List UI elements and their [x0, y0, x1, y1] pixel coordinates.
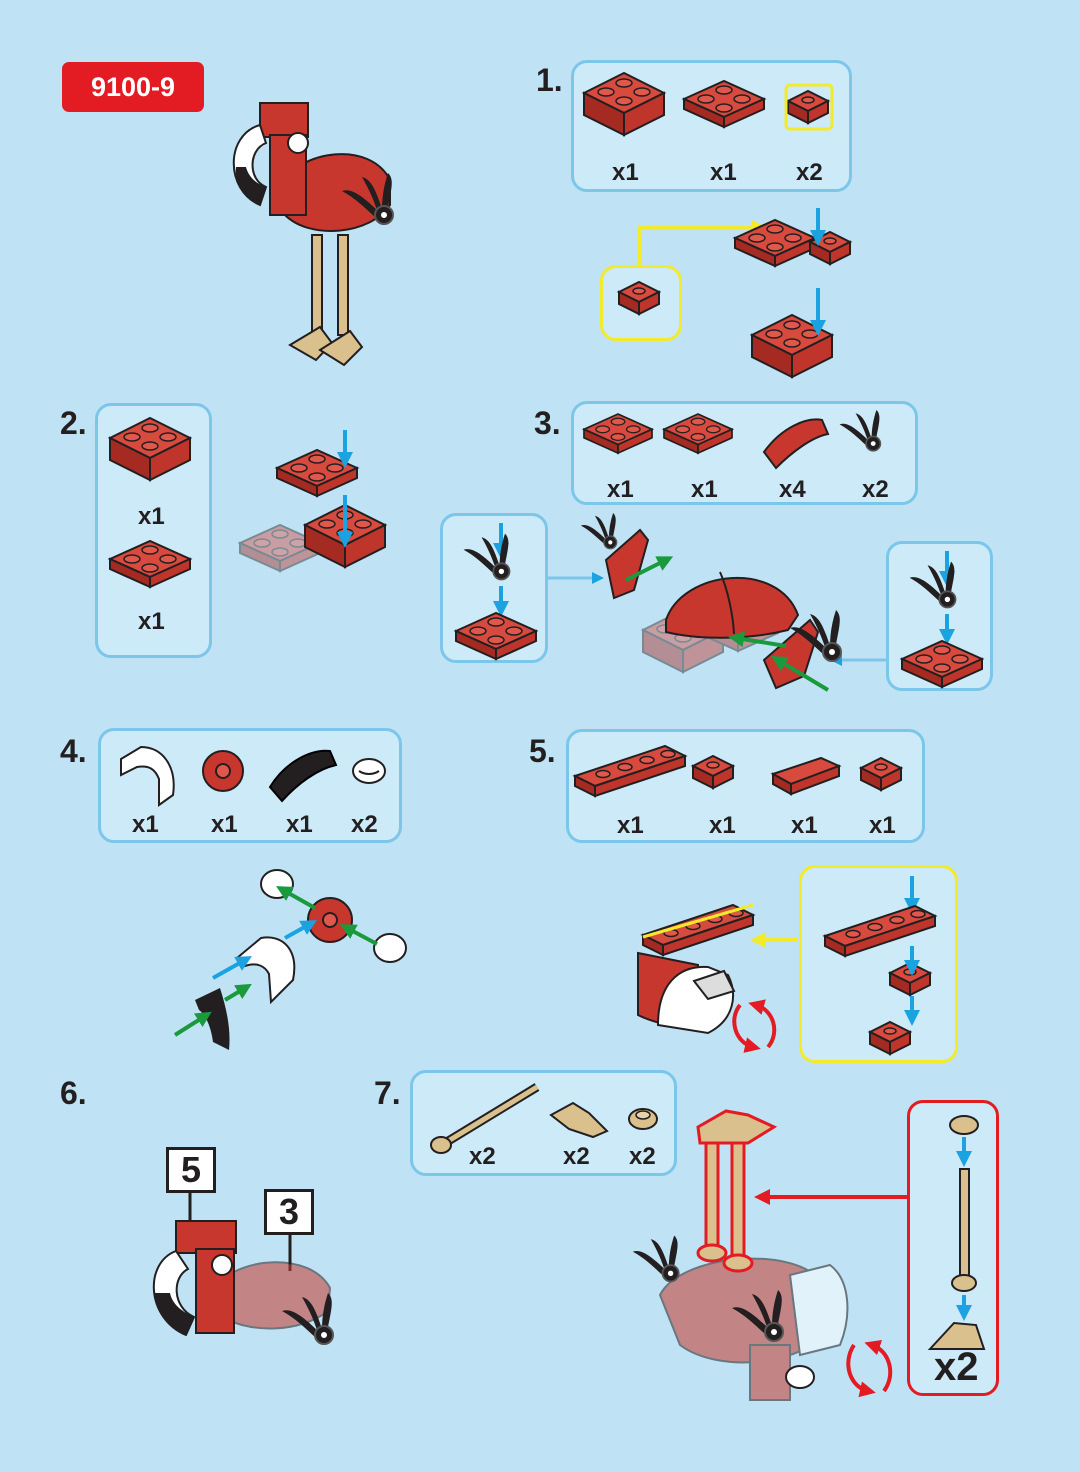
step-2-assembly: [239, 430, 386, 572]
step-7-subassembly-qty: x2: [934, 1345, 979, 1389]
part-brick-2x2: [109, 540, 191, 588]
step-6-assembly: [152, 1193, 334, 1345]
callout-step-5: 5: [166, 1147, 216, 1193]
right-wing-detail: [901, 551, 983, 688]
step-7-number: 7.: [374, 1075, 401, 1111]
part-slope-brick: [109, 417, 191, 481]
step-2-qty-2: x1: [138, 608, 165, 635]
part-tile-1x2: [770, 756, 842, 796]
leg-detail: [927, 1115, 986, 1350]
step-5-subassembly-box: [799, 865, 958, 1063]
step-5-qty-2: x1: [709, 812, 736, 839]
step-7-parts-box: x2 x2 x2: [410, 1070, 677, 1176]
step-6-number: 6.: [60, 1075, 87, 1111]
step-5-number: 5.: [529, 733, 556, 769]
step-3-qty-1: x1: [607, 476, 634, 503]
step-2-number: 2.: [60, 405, 87, 441]
step-5-parts-box: x1 x1 x1 x1: [566, 729, 925, 843]
step-7-qty-1: x2: [469, 1143, 496, 1170]
left-wing-detail: [455, 523, 537, 660]
step-1-qty-2: x1: [710, 159, 737, 186]
step-1-qty-3: x2: [796, 159, 823, 186]
step-4-assembly: [173, 869, 407, 1050]
part-wedge-plate-left: [583, 413, 653, 454]
part-slope-brick: [583, 72, 665, 136]
part-plate-wheels: [683, 80, 765, 128]
completed-flamingo-illustration: [232, 102, 394, 367]
step-7-subassembly-box: x2: [907, 1100, 999, 1396]
part-white-arch: [120, 745, 175, 807]
part-curved-slope: [762, 418, 830, 470]
head-plate-detail: [824, 876, 936, 1055]
step-3-right-subassembly-box: [886, 541, 993, 691]
step-4-qty-2: x1: [211, 811, 238, 838]
step-3-number: 3.: [534, 405, 561, 441]
part-tan-bar: [430, 1083, 540, 1154]
step-1-qty-1: x1: [612, 159, 639, 186]
step-4-qty-3: x1: [286, 811, 313, 838]
step-1-parts-box: x1 x1 x2: [571, 60, 852, 192]
step-5-qty-4: x1: [869, 812, 896, 839]
step-7-qty-3: x2: [629, 1143, 656, 1170]
step-3-qty-4: x2: [862, 476, 889, 503]
step-7-qty-2: x2: [563, 1143, 590, 1170]
step-1-subassembly-box: [600, 265, 682, 341]
step-3-qty-2: x1: [691, 476, 718, 503]
part-plate-clip: [860, 757, 902, 791]
step-4-qty-4: x2: [351, 811, 378, 838]
step-5-qty-1: x1: [617, 812, 644, 839]
set-code-badge: 9100-9: [62, 62, 204, 112]
step-3-qty-3: x4: [779, 476, 806, 503]
part-black-curved-slope: [268, 749, 338, 803]
step-5-qty-3: x1: [791, 812, 818, 839]
part-bracket: [784, 83, 834, 131]
part-red-round-brick: [202, 750, 244, 792]
step-2-parts-box: x1 x1: [95, 403, 212, 658]
step-3-assembly: [548, 512, 886, 692]
part-tan-claw: [549, 1101, 609, 1139]
step-4-qty-1: x1: [132, 811, 159, 838]
part-wedge-plate-right: [663, 413, 733, 454]
step-7-assembly: [631, 1109, 908, 1401]
step-3-parts-box: x1 x1 x4 x2: [571, 401, 918, 505]
step-4-parts-box: x1 x1 x1 x2: [98, 728, 402, 843]
part-tan-round-plate: [628, 1108, 658, 1130]
step-1-assembly: [638, 208, 851, 378]
part-plate-jumper: [692, 755, 734, 789]
step-3-left-subassembly-box: [440, 513, 548, 663]
step-4-number: 4.: [60, 733, 87, 769]
part-eye-tile: [352, 758, 386, 784]
part-feather-plant: [838, 409, 882, 452]
step-2-qty-1: x1: [138, 503, 165, 530]
step-5-assembly: [637, 903, 798, 1053]
step-1-number: 1.: [536, 62, 563, 98]
part-plate-1x4: [574, 745, 686, 797]
